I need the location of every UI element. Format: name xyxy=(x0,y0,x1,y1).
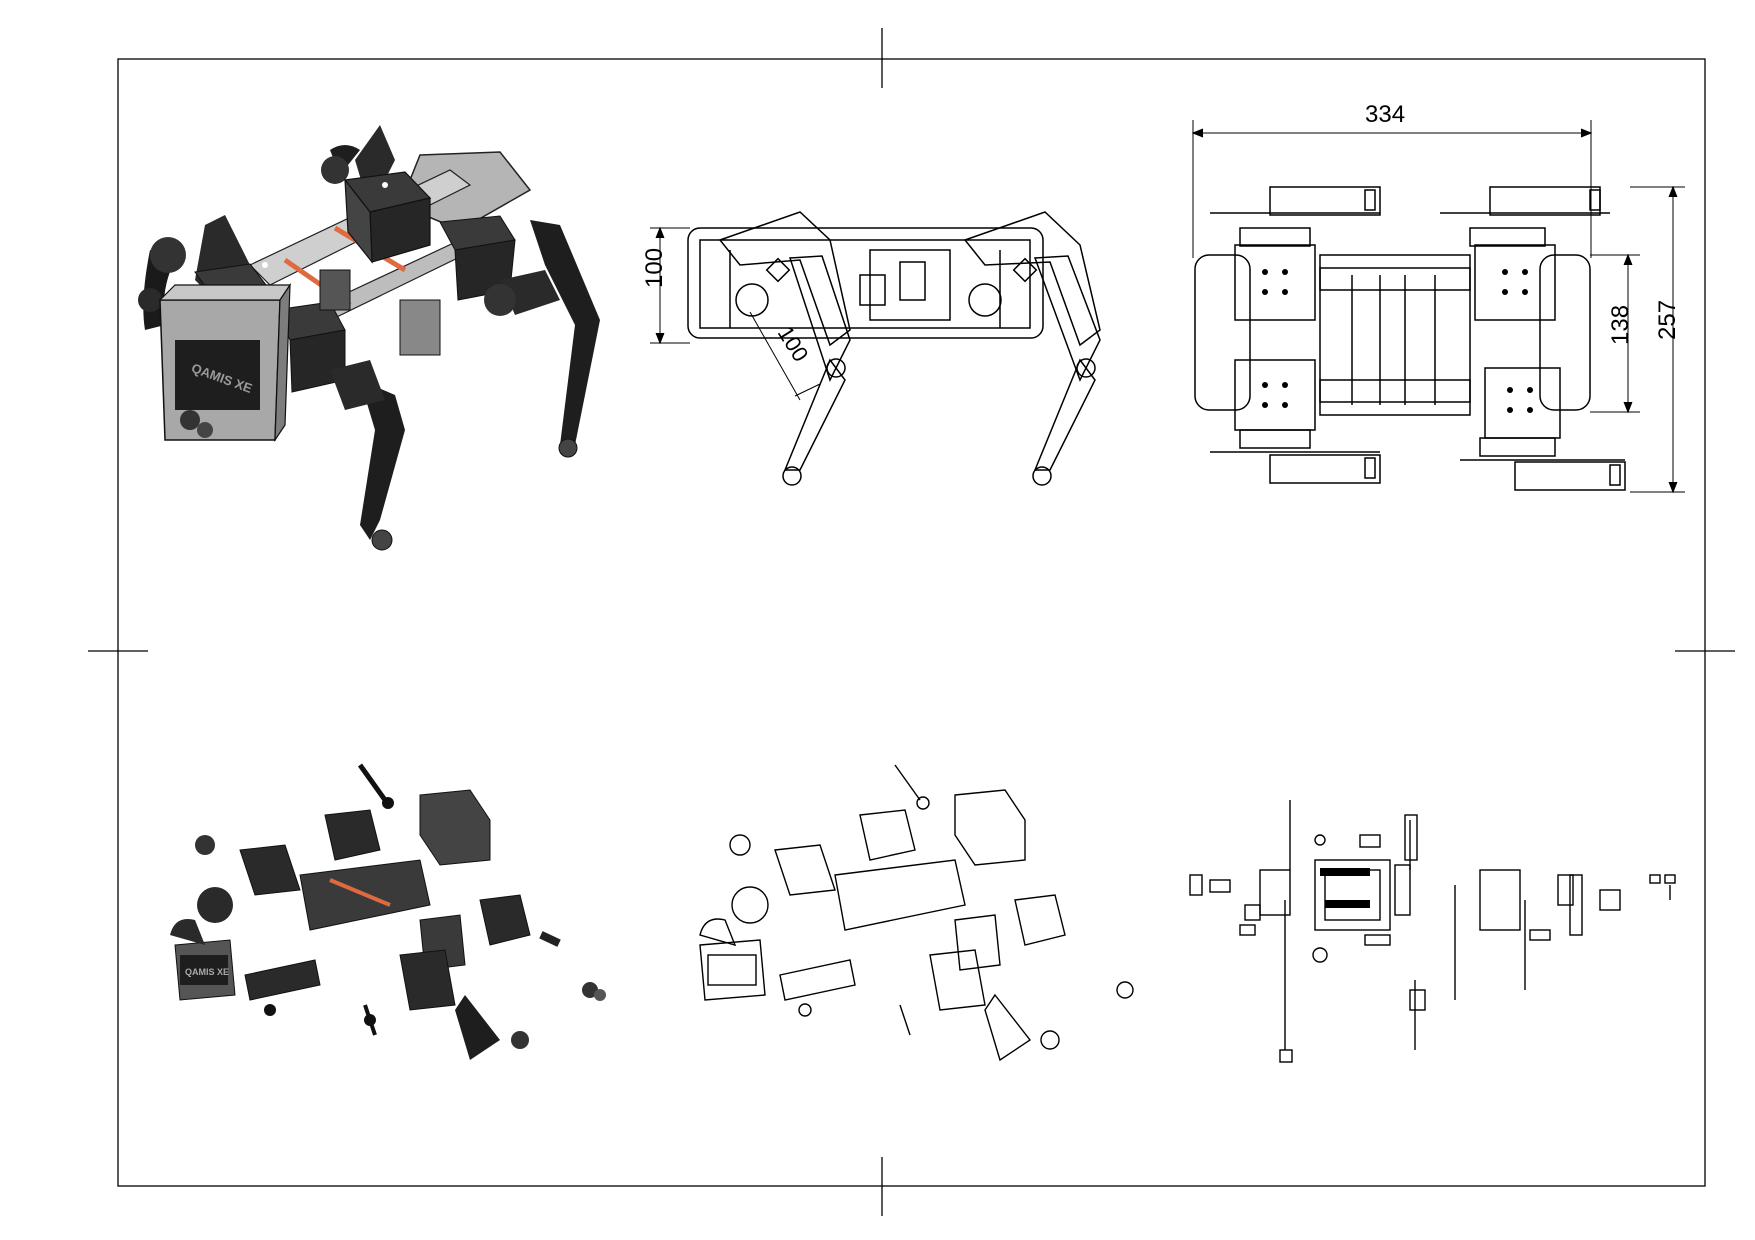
exploded-view-ortho xyxy=(1189,800,1676,1063)
body-logo-exploded: QAMIS XE xyxy=(185,967,229,977)
front-dim-height xyxy=(650,226,690,345)
top-view xyxy=(1194,186,1626,491)
front-right-leg xyxy=(330,360,405,551)
front-dim-link xyxy=(749,311,821,401)
top-servo-fl xyxy=(1234,244,1316,321)
top-dim-width xyxy=(1191,120,1593,258)
top-dim-inner-height xyxy=(1590,253,1640,414)
dim-top-width: 334 xyxy=(1365,101,1405,128)
dim-top-overall-height: 257 xyxy=(1654,300,1681,340)
isometric-view: QAMIS XE xyxy=(138,125,600,551)
top-servo-rr xyxy=(1484,367,1561,439)
sheet-border xyxy=(117,58,1706,1187)
top-servo-rl xyxy=(1234,359,1316,431)
robot-body: QAMIS XE xyxy=(158,151,532,443)
centering-marks xyxy=(88,28,1735,1216)
exploded-view-line xyxy=(699,764,1134,1062)
front-view xyxy=(687,211,1101,486)
top-view-holes xyxy=(1262,269,1533,413)
exploded-view-shaded: QAMIS XE xyxy=(170,763,606,1060)
dim-top-inner-height: 138 xyxy=(1607,305,1634,345)
top-dim-overall-height xyxy=(1630,185,1685,494)
rear-right-leg xyxy=(484,220,600,458)
top-servo-fr xyxy=(1474,244,1556,321)
dim-front-height: 100 xyxy=(641,248,668,288)
